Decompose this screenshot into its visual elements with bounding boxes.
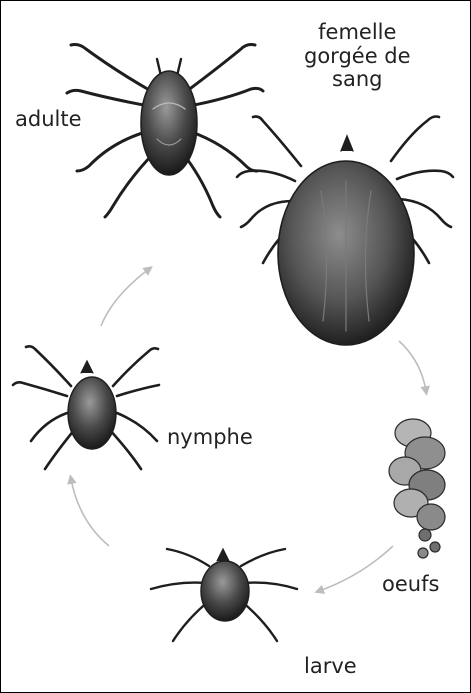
arrow-female-to-eggs (399, 341, 426, 391)
larva-tick (151, 549, 297, 641)
arrow-nymph-to-adult (101, 269, 149, 326)
stage-label-larva: larve (304, 655, 357, 679)
egg-cluster (389, 419, 445, 558)
arrow-larva-to-nymph (71, 479, 109, 546)
stage-label-engorged-female: femelle gorgée de sang (304, 21, 411, 92)
engorged-female-line-2: gorgée de (304, 45, 411, 69)
engorged-female-line-1: femelle (304, 21, 411, 45)
stage-label-eggs: oeufs (382, 573, 439, 597)
engorged-female-line-3: sang (304, 68, 411, 92)
stage-label-nymph: nymphe (167, 426, 253, 450)
nymph-tick (13, 346, 159, 469)
stage-label-adult: adulte (15, 108, 82, 132)
engorged-female-tick (237, 117, 453, 346)
adult-tick (67, 45, 263, 218)
